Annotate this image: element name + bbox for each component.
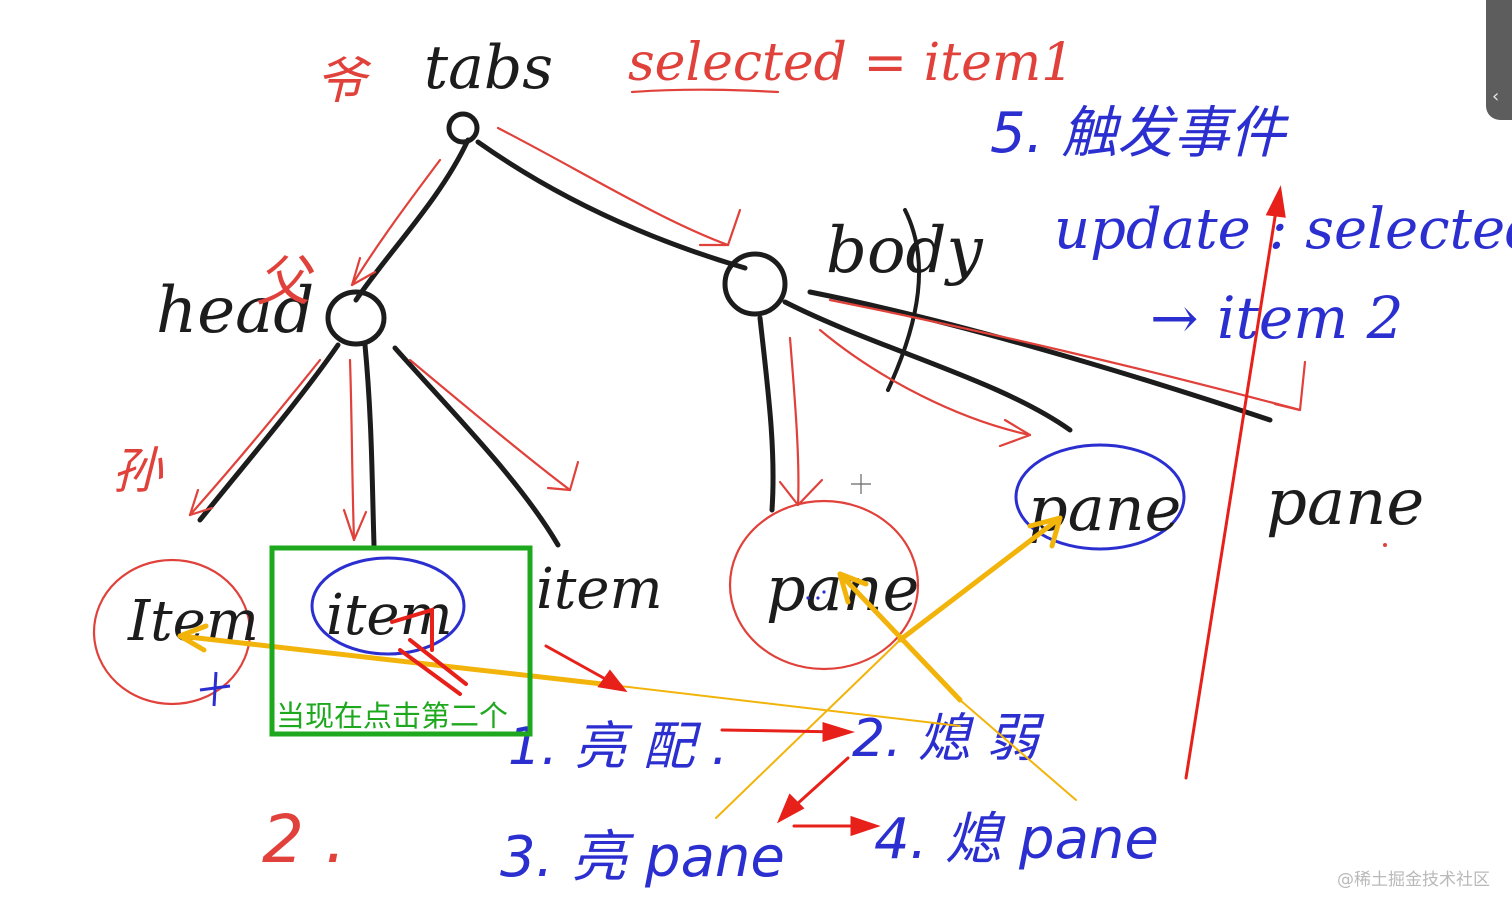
red-head-item2 [348,358,356,542]
crosshair-icon [851,474,871,494]
circle-pane2 [1014,443,1186,551]
label-tabs: tabs [424,33,553,103]
label-selected-item1: selected = item1 [628,33,1074,93]
edge-tabs-head [353,137,471,303]
callout-text: 当现在点击第二个 [276,699,508,733]
red-guides [188,88,1307,542]
note-step1: 1. 亮 配 . [508,717,728,777]
circle-item2 [310,556,466,656]
step-notes: 5. 触发事件 update : selected → item 2 1. 亮 … [262,101,1512,890]
edge-head-item1 [197,342,341,523]
tree-edges [197,137,1273,548]
node-tabs [446,111,480,145]
orange-arrows [177,515,1077,819]
red-head-item3 [408,358,572,492]
circle-pane1 [728,499,920,671]
watermark: @稀土掘金技术社区 [1337,870,1490,890]
note-step5: 5. 触发事件 [990,101,1289,166]
note-step2: 2. 熄 弱 [852,709,1045,769]
note-number2: 2 . [262,801,346,878]
selected-underline [630,88,780,94]
node-body [722,251,788,317]
orange-pane-to-pane2 [897,515,1063,643]
edge-head-item2 [362,342,377,548]
orange-item2-to-item1 [177,633,623,689]
blue-circles [199,443,1186,707]
arrow-step4-to-step5 [1184,196,1280,780]
pane1-marks [806,590,826,600]
orange-item1-tail [619,685,961,727]
note-step4: 4. 熄 pane [874,807,1159,872]
red-tabs-body [496,126,730,247]
label-head-char: 父 [256,250,315,313]
note-arrow-item2: → item 2 [1150,284,1404,352]
red-arrows [390,185,1286,837]
red-body-pane3 [828,298,1302,412]
label-grandchild-char: 孙 [112,442,164,500]
arrow-step1-to-step2 [720,728,844,734]
orange-pane1-tail [959,699,1077,801]
red-circles [92,499,920,706]
edge-body-pane1 [757,315,776,513]
note-step3: 3. 亮 pane [500,825,785,890]
orange-pane2-to-pane1 [837,571,963,703]
label-pane2: pane [1028,472,1181,545]
label-item3: item [536,557,663,622]
label-head: head [156,274,314,348]
body-y-stroke [886,208,921,392]
red-body-pane1 [788,336,800,507]
side-panel-tab[interactable]: ‹ [1486,0,1512,120]
edge-tabs-body [475,139,748,271]
node-head [325,289,387,347]
edge-head-item3 [392,345,561,548]
red-tabs-head [350,158,442,287]
green-callout: 当现在点击第二个 [269,545,533,737]
red-body-pane2 [818,328,1032,437]
click-mark [390,607,468,696]
orange-pane2-tail [715,639,901,819]
callout-box [269,545,533,737]
label-parent-char: 爷 [316,52,372,110]
chevron-left-icon: ‹ [1492,86,1500,107]
circle-item1 [92,558,252,706]
red-head-item1 [188,358,322,517]
edge-body-pane3 [807,289,1273,423]
labels: 爷 tabs selected = item1 head 父 body 孙 It… [112,33,1424,654]
red-dot [1383,543,1387,547]
label-body: body [826,214,983,288]
blue-plus-item1 [199,671,231,707]
label-pane3: pane [1266,466,1424,540]
edge-body-pane2 [782,299,1073,433]
tree-nodes [325,111,788,347]
